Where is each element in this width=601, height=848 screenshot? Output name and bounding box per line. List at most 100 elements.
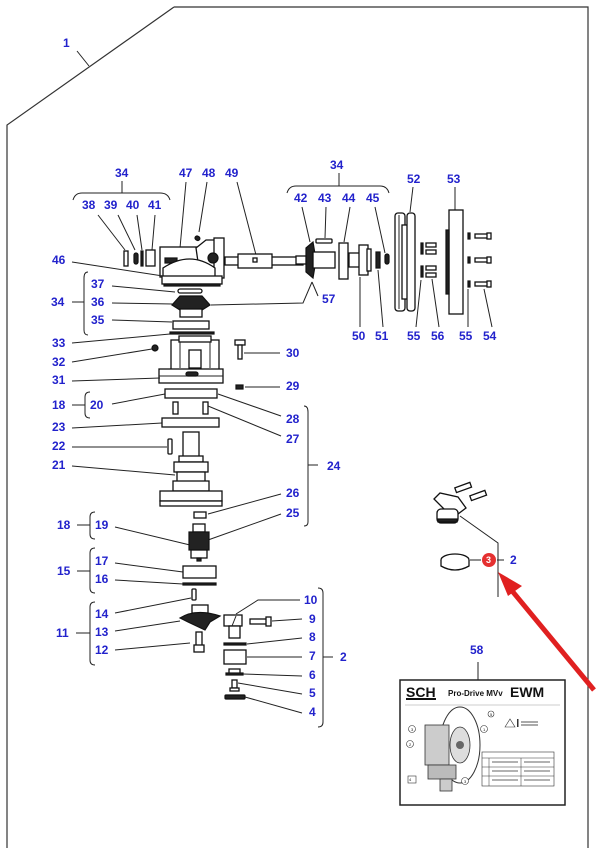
label-2-right[interactable]: 2	[510, 553, 517, 567]
label-25[interactable]: 25	[286, 506, 300, 520]
part-44[interactable]	[338, 242, 349, 280]
label-50[interactable]: 50	[352, 329, 366, 343]
part-50-hub[interactable]	[348, 244, 372, 276]
part-13-blade-holder[interactable]	[178, 604, 222, 631]
part-29[interactable]	[235, 384, 244, 390]
label-4[interactable]: 4	[309, 705, 316, 719]
part-30-bolt[interactable]	[234, 339, 246, 360]
label-47[interactable]: 47	[179, 166, 193, 180]
part-16[interactable]	[182, 582, 217, 586]
label-7[interactable]: 7	[309, 649, 316, 663]
label-44[interactable]: 44	[342, 191, 356, 205]
part-41[interactable]	[145, 249, 156, 267]
part-43[interactable]	[315, 238, 333, 244]
part-7[interactable]	[223, 649, 247, 665]
label-33[interactable]: 33	[52, 336, 66, 350]
label-34-left[interactable]: 34	[115, 166, 129, 180]
label-21[interactable]: 21	[52, 458, 66, 472]
label-18-bottom[interactable]: 18	[57, 518, 71, 532]
label-45[interactable]: 45	[366, 191, 380, 205]
label-55-left[interactable]: 55	[407, 329, 421, 343]
part-48[interactable]	[194, 235, 201, 242]
part-27-bolts[interactable]	[172, 401, 209, 415]
part-12-bolt[interactable]	[193, 631, 205, 653]
label-8[interactable]: 8	[309, 630, 316, 644]
label-24[interactable]: 24	[327, 459, 341, 473]
part-31-housing[interactable]	[158, 335, 224, 384]
part-19-pinion[interactable]	[188, 523, 210, 562]
part-39[interactable]	[133, 252, 139, 265]
label-56[interactable]: 56	[431, 329, 445, 343]
part-9-bolt[interactable]	[249, 616, 272, 627]
label-2-bottom[interactable]: 2	[340, 650, 347, 664]
label-58[interactable]: 58	[470, 643, 484, 657]
part-2-kit-holder[interactable]	[433, 492, 467, 524]
label-39[interactable]: 39	[104, 198, 118, 212]
part-45[interactable]	[384, 253, 390, 265]
label-10[interactable]: 10	[304, 593, 318, 607]
part-55-washers-right[interactable]	[467, 232, 471, 288]
label-57[interactable]: 57	[322, 292, 336, 306]
label-22[interactable]: 22	[52, 439, 66, 453]
label-34-right[interactable]: 34	[330, 158, 344, 172]
label-36[interactable]: 36	[91, 295, 105, 309]
label-31[interactable]: 31	[52, 373, 66, 387]
part-8[interactable]	[223, 642, 247, 646]
part-14[interactable]	[191, 588, 197, 601]
label-49[interactable]: 49	[225, 166, 239, 180]
label-6[interactable]: 6	[309, 668, 316, 682]
label-3[interactable]: 3	[486, 555, 491, 565]
part-51[interactable]	[375, 251, 381, 269]
label-37[interactable]: 37	[91, 277, 105, 291]
label-42[interactable]: 42	[294, 191, 308, 205]
label-32[interactable]: 32	[52, 355, 66, 369]
label-11[interactable]: 11	[56, 626, 69, 640]
part-55-washers-left[interactable]	[420, 242, 424, 278]
part-40[interactable]	[140, 250, 144, 267]
part-38[interactable]	[123, 250, 129, 267]
label-26[interactable]: 26	[286, 486, 300, 500]
part-56-bolts[interactable]	[425, 242, 437, 278]
part-3-ring[interactable]	[440, 553, 470, 571]
label-35[interactable]: 35	[91, 313, 105, 327]
label-52[interactable]: 52	[407, 172, 421, 186]
label-51[interactable]: 51	[375, 329, 389, 343]
label-19[interactable]: 19	[95, 518, 109, 532]
label-20[interactable]: 20	[90, 398, 104, 412]
part-35[interactable]	[172, 320, 210, 330]
label-27[interactable]: 27	[286, 432, 300, 446]
label-13[interactable]: 13	[95, 625, 109, 639]
part-5-bolt[interactable]	[229, 679, 240, 692]
label-5[interactable]: 5	[309, 686, 316, 700]
label-40[interactable]: 40	[126, 198, 140, 212]
label-1[interactable]: 1	[63, 36, 70, 50]
label-38[interactable]: 38	[82, 198, 96, 212]
label-29[interactable]: 29	[286, 379, 300, 393]
label-12[interactable]: 12	[95, 643, 109, 657]
label-55-right[interactable]: 55	[459, 329, 473, 343]
label-23[interactable]: 23	[52, 420, 66, 434]
part-10-holder[interactable]	[223, 614, 243, 639]
part-52-pulley[interactable]	[394, 212, 416, 312]
part-53-plate[interactable]	[445, 209, 464, 315]
part-20[interactable]	[164, 388, 218, 399]
label-9[interactable]: 9	[309, 612, 316, 626]
highlight-badge-3[interactable]	[482, 553, 496, 567]
part-36-bevel-gear[interactable]	[171, 295, 211, 318]
part-47-gearbox[interactable]	[159, 237, 225, 287]
part-26[interactable]	[193, 511, 207, 519]
part-21-shaft[interactable]	[159, 431, 223, 507]
part-58-decal[interactable]: SCH Pro-Drive MVv EWM 3 2 1 3 4 5	[399, 679, 566, 806]
label-53[interactable]: 53	[447, 172, 461, 186]
part-54-bolts[interactable]	[474, 232, 492, 288]
part-32[interactable]	[151, 344, 159, 352]
label-18-top[interactable]: 18	[52, 398, 66, 412]
part-6[interactable]	[225, 668, 244, 676]
label-16[interactable]: 16	[95, 572, 109, 586]
part-37[interactable]	[177, 288, 203, 294]
label-30[interactable]: 30	[286, 346, 300, 360]
label-17[interactable]: 17	[95, 554, 109, 568]
label-46[interactable]: 46	[52, 253, 66, 267]
label-28[interactable]: 28	[286, 412, 300, 426]
part-23[interactable]	[161, 417, 220, 428]
